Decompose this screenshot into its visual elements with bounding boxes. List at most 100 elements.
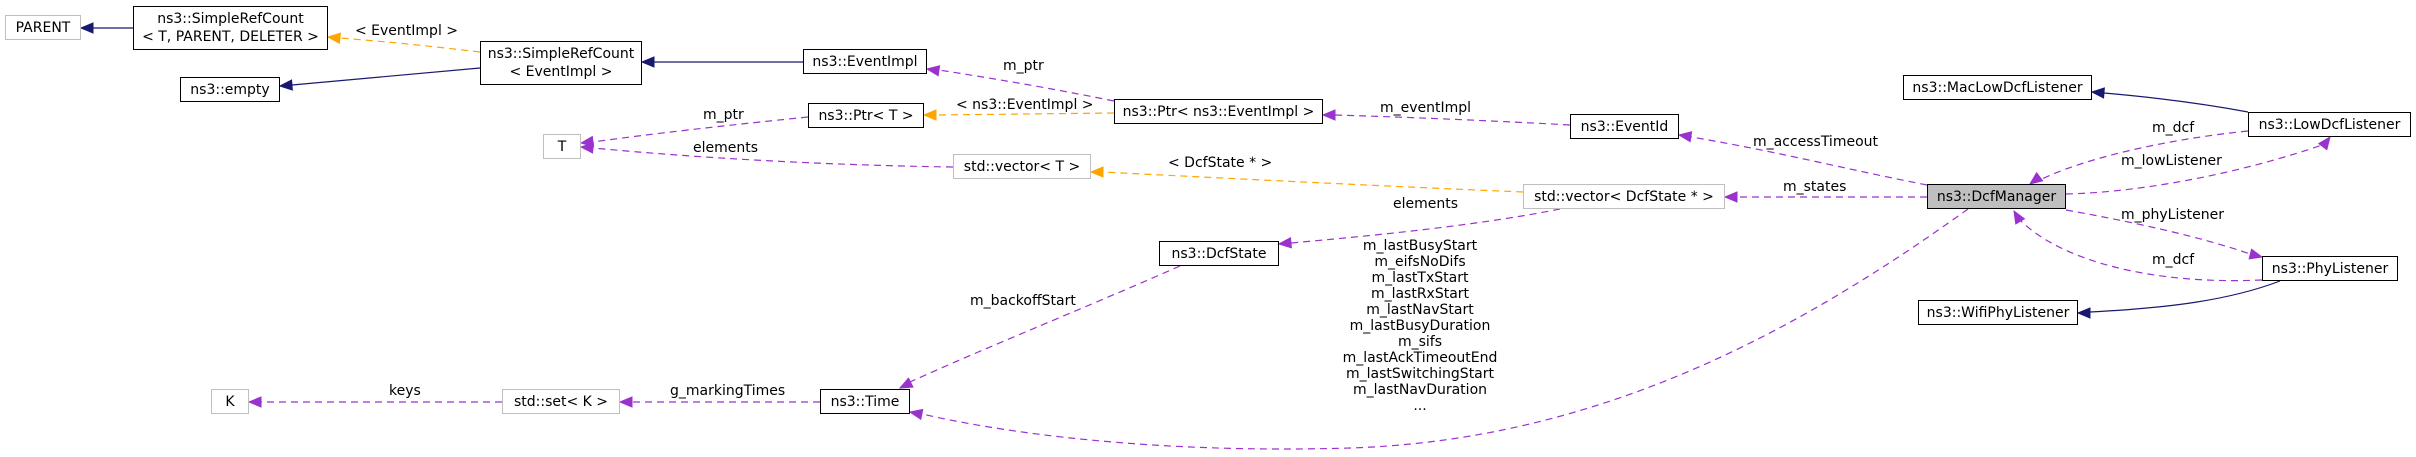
edge-dcfmanager-time-arrowhead <box>908 408 924 421</box>
node-k[interactable]: K <box>211 389 249 414</box>
node-label: std::vector< T > <box>963 158 1081 175</box>
node-simple-ref-count-eventimpl[interactable]: ns3::SimpleRefCount< EventImpl > <box>480 41 642 85</box>
time-member-label: m_lastBusyStart <box>1362 238 1478 254</box>
node-label-line1: ns3::SimpleRefCount <box>157 11 304 27</box>
node-ptr-eventimpl[interactable]: ns3::Ptr< ns3::EventImpl > <box>1114 99 1323 124</box>
node-dcf-state[interactable]: ns3::DcfState <box>1159 241 1279 266</box>
node-simple-ref-count-template[interactable]: ns3::SimpleRefCount< T, PARENT, DELETER … <box>133 6 328 50</box>
edge-simplerefcount-parent-arrowhead <box>79 22 94 34</box>
edge-ptreventimpl-ptrt-arrowhead <box>922 109 937 121</box>
edge-ptreventimpl-eventimpl-arrowhead <box>925 65 941 77</box>
node-empty[interactable]: ns3::empty <box>180 77 280 102</box>
edge-label-m-ptr-ptr-t: m_ptr <box>703 107 744 123</box>
edge-dcfmanager-lowdcf-arrowhead <box>2317 135 2331 151</box>
edge-lowdcf-dcfmanager-arrowhead <box>2028 171 2044 185</box>
edge-label-m-dcf-low: m_dcf <box>2152 120 2195 136</box>
edge-eventid-ptreventimpl-arrowhead <box>1321 109 1336 121</box>
node-label: ns3::EventImpl <box>812 53 918 70</box>
node-label: ns3::DcfManager <box>1936 188 2057 205</box>
edge-label-m-dcf-phy: m_dcf <box>2152 252 2195 268</box>
node-label: std::vector< DcfState * > <box>1534 188 1714 205</box>
node-label: std::set< K > <box>513 393 609 410</box>
node-label: ns3::Ptr< ns3::EventImpl > <box>1122 103 1315 120</box>
edge-phy-dcfmanager <box>2019 219 2263 282</box>
node-label: K <box>225 393 235 410</box>
node-event-impl[interactable]: ns3::EventImpl <box>803 49 927 74</box>
edge-dcfstate-time <box>909 265 1181 383</box>
node-label: ns3::empty <box>190 81 270 98</box>
node-label: T <box>557 138 567 155</box>
node-parent[interactable]: PARENT <box>5 15 81 40</box>
edge-dcfmanager-time <box>921 208 1969 450</box>
edge-ptreventimpl-ptrt <box>935 112 1115 116</box>
time-member-label: m_lastSwitchingStart <box>1345 366 1495 382</box>
edge-phy-wifiphy-arrowhead <box>2076 307 2091 319</box>
edge-set-k-arrowhead <box>247 396 262 408</box>
edge-time-set-arrowhead <box>618 396 633 408</box>
edge-lowdcf-macdcf <box>2103 92 2249 113</box>
edge-label-m-event-impl: m_eventImpl <box>1380 100 1472 116</box>
edge-ptreventimpl-eventimpl <box>938 69 1115 102</box>
node-vector-dcfstate[interactable]: std::vector< DcfState * > <box>1523 184 1725 209</box>
edge-eventid-ptreventimpl <box>1334 114 1571 126</box>
node-label: ns3::WifiPhyListener <box>1926 304 2070 321</box>
node-label: ns3::LowDcfListener <box>2258 116 2401 133</box>
edge-dcfmanager-phy <box>2065 209 2251 255</box>
edge-dcfmanager-eventid <box>1690 136 1928 186</box>
edge-label-elements-vector-t: elements <box>693 140 759 156</box>
edge-label-m-access-timeout: m_accessTimeout <box>1753 134 1879 150</box>
node-dcf-manager[interactable]: ns3::DcfManager <box>1927 184 2066 209</box>
node-wifi-phy-listener[interactable]: ns3::WifiPhyListener <box>1918 300 2078 325</box>
edge-srce-simplerefcount <box>339 37 481 53</box>
node-label: ns3::EventId <box>1580 118 1669 135</box>
edge-label-m-states: m_states <box>1783 179 1847 195</box>
edge-label-m-ptr-event-impl: m_ptr <box>1003 58 1044 74</box>
node-event-id[interactable]: ns3::EventId <box>1570 114 1679 139</box>
node-label-line2: < EventImpl > <box>509 64 613 80</box>
node-label: ns3::PhyListener <box>2271 260 2389 277</box>
edge-label-g-marking-times: g_markingTimes <box>670 383 786 399</box>
time-member-label: m_lastNavStart <box>1366 302 1474 318</box>
edge-label-dcfstate-template: < DcfState * > <box>1168 155 1273 171</box>
node-phy-listener[interactable]: ns3::PhyListener <box>2262 256 2398 281</box>
edge-dcfmanager-phy-arrowhead <box>2248 248 2264 260</box>
edge-label-time-members: m_lastBusyStart m_eifsNoDifs m_lastTxSta… <box>1340 238 1500 414</box>
edge-lowdcf-macdcf-arrowhead <box>2090 87 2105 99</box>
node-t[interactable]: T <box>543 134 581 159</box>
node-mac-low-dcf-listener[interactable]: ns3::MacLowDcfListener <box>1903 75 2092 100</box>
edge-eventimpl-srce-arrowhead <box>640 56 655 68</box>
edge-vectordcf-dcfstate <box>1290 208 1561 244</box>
edge-vectordcf-vectort <box>1102 171 1524 193</box>
edge-dcfmanager-lowdcf <box>2065 144 2323 195</box>
time-member-label: m_lastBusyDuration <box>1349 318 1491 334</box>
edge-srce-empty-arrowhead <box>278 79 293 91</box>
time-member-label: m_lastNavDuration <box>1352 382 1488 398</box>
node-label: ns3::MacLowDcfListener <box>1912 79 2083 96</box>
edge-ptrt-t <box>592 116 809 143</box>
edge-phy-wifiphy <box>2089 280 2281 313</box>
time-member-label: m_lastAckTimeoutEnd <box>1342 350 1498 366</box>
node-ptr-t[interactable]: ns3::Ptr< T > <box>808 103 924 128</box>
node-set-k[interactable]: std::set< K > <box>502 389 620 414</box>
edge-label-eventimpl-ptr-template: < ns3::EventImpl > <box>956 97 1094 113</box>
edge-label-m-phy-listener: m_phyListener <box>2121 207 2225 223</box>
edge-label-keys: keys <box>389 383 421 399</box>
edge-vectort-t <box>592 147 954 168</box>
time-member-label: m_sifs <box>1397 334 1443 350</box>
node-vector-t[interactable]: std::vector< T > <box>953 154 1091 179</box>
node-low-dcf-listener[interactable]: ns3::LowDcfListener <box>2248 112 2411 137</box>
time-member-label: m_lastTxStart <box>1371 270 1469 286</box>
time-member-label: m_lastRxStart <box>1370 286 1470 302</box>
node-label-line2: < T, PARENT, DELETER > <box>142 29 319 45</box>
node-label-line1: ns3::SimpleRefCount <box>487 46 635 62</box>
edge-phy-dcfmanager-arrowhead <box>2013 209 2026 225</box>
edge-vectort-t-arrowhead <box>579 142 594 154</box>
edge-dcfmanager-vectordcf-arrowhead <box>1723 191 1738 203</box>
edge-srce-empty <box>291 67 481 86</box>
node-time[interactable]: ns3::Time <box>820 389 910 414</box>
edge-dcfstate-time-arrowhead <box>898 377 914 389</box>
edge-lowdcf-dcfmanager <box>2039 130 2249 181</box>
time-member-label: ... <box>1413 398 1427 414</box>
